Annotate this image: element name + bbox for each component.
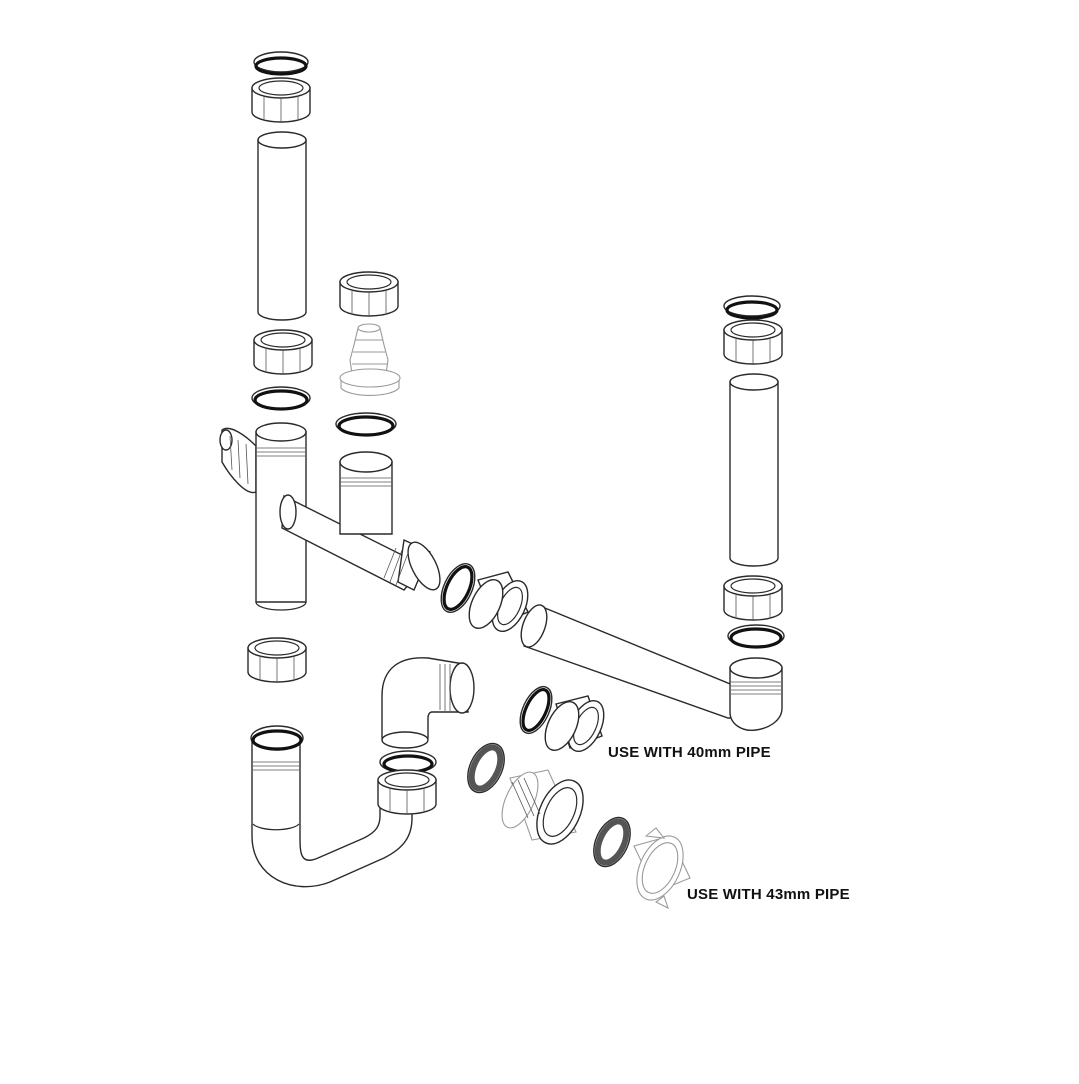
lower-left-nut	[247, 637, 307, 683]
left-top-nut	[251, 77, 311, 123]
elbow-fitting	[381, 657, 475, 749]
horizontal-long-pipe	[520, 604, 741, 719]
adapter-40-ring	[519, 685, 553, 735]
tee-body	[255, 422, 441, 611]
left-side-spigot	[219, 427, 257, 494]
adapter-43-washer	[467, 742, 505, 794]
u-bend-trap	[250, 725, 413, 888]
left-middle-seal	[251, 386, 311, 411]
right-middle-nut	[723, 575, 783, 621]
u-bend-nut	[377, 750, 437, 815]
right-top-nut	[723, 319, 783, 365]
middle-coupling-nut	[468, 571, 529, 632]
label-use-with-43mm-pipe: USE WITH 43mm PIPE	[687, 886, 850, 903]
label-use-with-40mm-pipe: USE WITH 40mm PIPE	[608, 744, 771, 761]
center-top-nut	[339, 271, 399, 317]
center-seal	[335, 412, 397, 437]
adapter-43-clip-nut	[633, 827, 691, 910]
left-long-tube	[257, 131, 307, 321]
adapter-40-nut	[544, 695, 605, 752]
left-top-seal	[253, 51, 309, 76]
adapter-43-washer-2	[593, 816, 631, 868]
hose-tail-connector	[339, 323, 401, 396]
adapter-43-compression-sleeve	[501, 769, 584, 845]
right-long-tube	[729, 373, 779, 567]
right-middle-seal	[727, 624, 785, 649]
right-top-seal	[723, 295, 781, 320]
right-elbow-stub	[729, 657, 783, 731]
middle-ring-seal	[440, 563, 476, 613]
left-middle-nut	[253, 329, 313, 375]
